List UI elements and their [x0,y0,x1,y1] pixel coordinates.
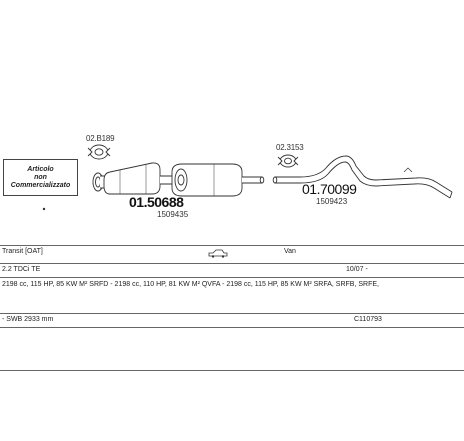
silencer-right [171,163,243,197]
exhaust-diagram: Articolo non Commercializzato 02.B189 02… [3,134,453,219]
wheelbase-cell: - SWB 2933 mm [2,316,54,323]
notice-line-1: Articolo [27,165,54,173]
table-row: 2198 cc, 115 HP, 85 KW M² SRFD - 2198 cc… [0,277,464,313]
code-cell: C110793 [354,316,382,323]
body-cell: Van [284,248,296,255]
clamp-right-code[interactable]: 02.3153 [276,143,304,152]
table-row: 2.2 TDCi TE 10/07 - [0,263,464,277]
tail-pipe [272,155,453,199]
marker-dot [42,207,46,211]
table-divider [0,370,464,371]
part-sub-left: 1509435 [157,210,189,219]
table-row: Transit [OAT] Van [0,245,464,263]
part-number-right[interactable]: 01.70099 [302,181,357,197]
table-row: - SWB 2933 mm C110793 [0,313,464,327]
table-divider [0,327,464,328]
silencer-left [103,162,161,195]
car-icon [208,249,228,258]
notice-line-3: Commercializzato [10,181,71,189]
clamp-left-icon [87,144,111,160]
notice-line-2: non [34,173,47,181]
clamp-right-icon [277,154,299,168]
clamp-left-code[interactable]: 02.B189 [86,134,115,143]
part-number-left[interactable]: 01.50688 [129,194,184,210]
not-commercialized-notice: Articolo non Commercializzato [3,159,78,196]
spec-cell: 2198 cc, 115 HP, 85 KW M² SRFD - 2198 cc… [2,281,379,288]
date-cell: 10/07 - [346,266,368,273]
model-cell: Transit [OAT] [2,248,43,255]
outlet-stub [242,176,265,184]
exhaust-drawing [42,144,453,211]
engine-cell: 2.2 TDCi TE [2,266,41,273]
part-sub-right: 1509423 [316,197,348,206]
